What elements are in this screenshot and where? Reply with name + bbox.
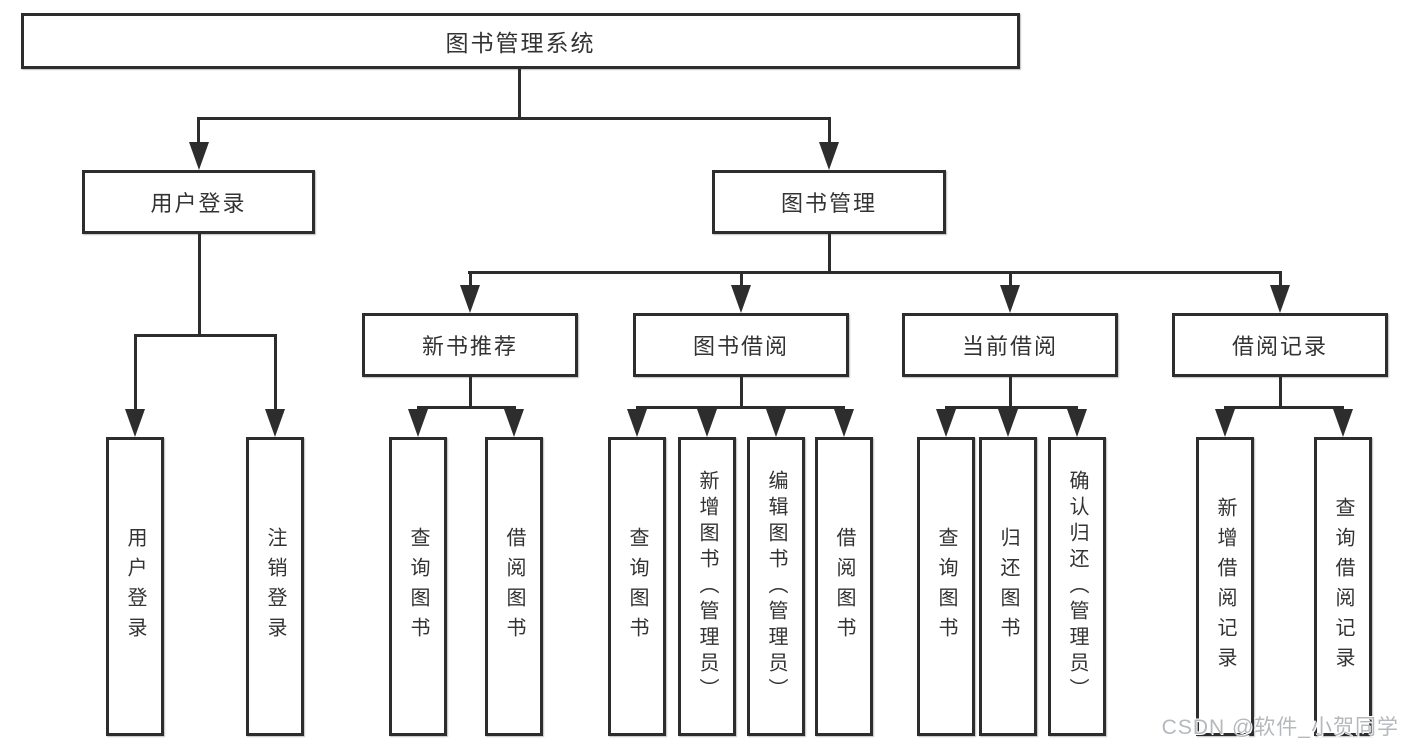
node-user-login-label: 用户登录 xyxy=(150,191,247,216)
connector-borrow-records-drop xyxy=(1279,271,1282,287)
arrowhead-book-mgmt xyxy=(819,142,839,170)
leaf-borrow-books-1: 借阅图书 xyxy=(485,437,543,736)
connector-current-borrow-leaf-branch xyxy=(945,406,1078,409)
arrowhead-leaf-add-record xyxy=(1215,409,1235,437)
arrowhead-borrow-records xyxy=(1270,285,1290,313)
connector-book-mgmt-drop xyxy=(828,117,831,144)
connector-book-borrow-leaf-branch xyxy=(636,406,845,409)
arrowhead-leaf-return-books xyxy=(998,409,1018,437)
leaf-query-books-2-label: 查询图书 xyxy=(626,526,648,647)
arrowhead-leaf-query-books-2 xyxy=(627,409,647,437)
connector-new-book-drop xyxy=(469,271,472,287)
node-current-borrow-label: 当前借阅 xyxy=(961,334,1058,359)
node-new-book-recommend-label: 新书推荐 xyxy=(421,334,518,359)
connector-new-book-leaf-branch xyxy=(417,406,516,409)
connector-level2-branch xyxy=(197,117,831,120)
arrowhead-leaf-borrow-books-1 xyxy=(504,409,524,437)
arrowhead-leaf-query-books-1 xyxy=(408,409,428,437)
leaf-add-borrow-record-label: 新增借阅记录 xyxy=(1214,496,1236,677)
connector-new-book-stem xyxy=(469,377,472,409)
connector-book-mgmt-stem xyxy=(828,234,831,274)
connector-leaf-logout-drop xyxy=(274,334,277,412)
arrowhead-leaf-query-record xyxy=(1333,409,1353,437)
leaf-user-login: 用户登录 xyxy=(106,437,164,736)
connector-current-borrow-drop xyxy=(1009,271,1012,287)
node-library-system-label: 图书管理系统 xyxy=(445,30,596,56)
leaf-query-books-3-label: 查询图书 xyxy=(935,526,957,647)
connector-user-login-stem xyxy=(198,234,201,337)
arrowhead-leaf-borrow-books-2 xyxy=(834,409,854,437)
leaf-borrow-books-2: 借阅图书 xyxy=(815,437,873,736)
connector-user-login-branch xyxy=(134,334,277,337)
leaf-query-borrow-record-label: 查询借阅记录 xyxy=(1332,496,1354,677)
node-borrow-records-label: 借阅记录 xyxy=(1231,334,1328,359)
leaf-query-borrow-record: 查询借阅记录 xyxy=(1314,437,1372,736)
connector-book-borrow-drop xyxy=(740,271,743,287)
leaf-confirm-return: 确认归还（管理员） xyxy=(1048,437,1106,736)
leaf-query-books-1-label: 查询图书 xyxy=(407,526,429,647)
arrowhead-user-login xyxy=(189,142,209,170)
arrowhead-leaf-logout xyxy=(265,409,285,437)
node-borrow-records: 借阅记录 xyxy=(1172,313,1388,377)
arrowhead-leaf-login xyxy=(125,409,145,437)
leaf-borrow-books-1-label: 借阅图书 xyxy=(503,526,525,647)
node-book-borrow: 图书借阅 xyxy=(633,313,849,377)
connector-borrow-records-stem xyxy=(1279,377,1282,409)
arrowhead-current-borrow xyxy=(1000,285,1020,313)
leaf-confirm-return-label: 确认归还（管理员） xyxy=(1066,469,1088,704)
leaf-return-books: 归还图书 xyxy=(979,437,1037,736)
node-book-borrow-label: 图书借阅 xyxy=(692,334,789,359)
leaf-return-books-label: 归还图书 xyxy=(997,526,1019,647)
connector-level3-branch xyxy=(468,271,1282,274)
leaf-query-books-3: 查询图书 xyxy=(917,437,975,736)
leaf-query-books-1: 查询图书 xyxy=(389,437,447,736)
arrowhead-new-book xyxy=(460,285,480,313)
connector-book-borrow-stem xyxy=(740,377,743,409)
leaf-add-borrow-record: 新增借阅记录 xyxy=(1196,437,1254,736)
connector-borrow-records-leaf-branch xyxy=(1224,406,1344,409)
connector-root-stem xyxy=(518,69,521,118)
arrowhead-leaf-edit-books xyxy=(766,409,786,437)
node-user-login: 用户登录 xyxy=(82,170,315,234)
leaf-logout: 注销登录 xyxy=(246,437,304,736)
leaf-logout-label: 注销登录 xyxy=(264,526,286,647)
node-new-book-recommend: 新书推荐 xyxy=(362,313,578,377)
node-book-management: 图书管理 xyxy=(712,170,946,234)
leaf-add-books: 新增图书（管理员） xyxy=(678,437,736,736)
node-current-borrow: 当前借阅 xyxy=(902,313,1118,377)
arrowhead-book-borrow xyxy=(731,285,751,313)
arrowhead-leaf-confirm-return xyxy=(1067,409,1087,437)
node-book-management-label: 图书管理 xyxy=(780,191,877,216)
leaf-edit-books: 编辑图书（管理员） xyxy=(747,437,805,736)
csdn-watermark: CSDN @软件_小贺同学 xyxy=(1161,716,1399,739)
leaf-query-books-2: 查询图书 xyxy=(608,437,666,736)
arrowhead-leaf-query-books-3 xyxy=(936,409,956,437)
connector-user-login-drop xyxy=(197,117,200,144)
connector-leaf-login-drop xyxy=(134,334,137,412)
leaf-edit-books-label: 编辑图书（管理员） xyxy=(765,469,787,704)
arrowhead-leaf-add-books xyxy=(697,409,717,437)
leaf-add-books-label: 新增图书（管理员） xyxy=(696,469,718,704)
node-library-system: 图书管理系统 xyxy=(21,13,1020,69)
leaf-user-login-label: 用户登录 xyxy=(124,526,146,647)
leaf-borrow-books-2-label: 借阅图书 xyxy=(833,526,855,647)
connector-current-borrow-stem xyxy=(1009,377,1012,409)
